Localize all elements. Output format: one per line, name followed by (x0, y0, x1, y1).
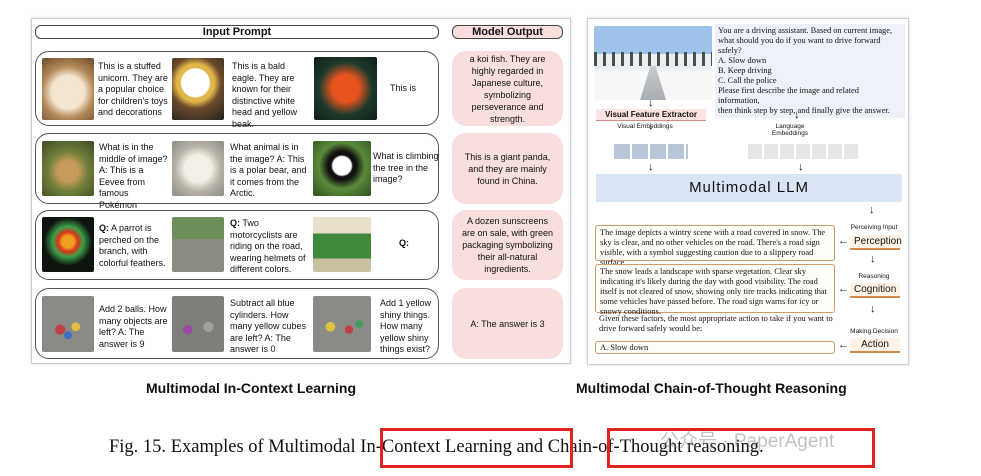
row1-text-1: This is a stuffed unicorn. They are a po… (98, 61, 168, 119)
row4-text-3: Add 1 yellow shiny things. How many yell… (380, 298, 438, 356)
arrow-lang-emb-to-llm: ↓ (798, 162, 804, 173)
making-decision-label: Making Decision (846, 328, 902, 335)
arrow-cognition: ← (838, 284, 849, 295)
row3-q2-label: Q: (230, 218, 240, 228)
cot-title: Multimodal Chain-of-Thought Reasoning (576, 380, 916, 396)
prompt-line-7: then think step by step, and finally giv… (718, 106, 902, 116)
parrot-image (42, 217, 94, 272)
bald-eagle-image (172, 58, 224, 120)
watermark: 公众号 · PaperAgent (660, 426, 834, 453)
row4-text-1: Add 2 balls. How many objects are left? … (99, 304, 169, 350)
row3-text-2: Q: Two motorcyclists are riding on the r… (230, 218, 308, 276)
arrow-prompt-to-lang-emb: ↓ (794, 110, 800, 121)
answer-box: A. Slow down (595, 341, 835, 354)
arrow-image-to-vfe: ↓ (648, 98, 654, 109)
arrow-perception-to-reasoning: ↓ (870, 254, 876, 265)
model-output-header: Model Output (452, 25, 563, 39)
row4-output: A: The answer is 3 (452, 288, 563, 359)
row1-text-3: This is (390, 83, 435, 95)
perceiving-input-label: Perceiving Input (846, 224, 902, 231)
koi-fish-image (314, 57, 377, 120)
arrow-llm-to-stages: ↓ (869, 205, 875, 216)
arrow-action: ← (838, 340, 849, 351)
sunscreens-image (313, 217, 371, 272)
row3-text-3: Q: (399, 238, 429, 250)
row2-output: This is a giant panda, and they are main… (452, 133, 563, 204)
arrow-visual-emb-to-llm: ↓ (648, 162, 654, 173)
cot-prompt: You are a driving assistant. Based on cu… (715, 24, 905, 118)
row4-text-2: Subtract all blue cylinders. How many ye… (230, 298, 310, 356)
highlight-box-icl (380, 428, 573, 468)
prompt-line-2: what should you do if you want to drive … (718, 36, 902, 56)
row3-q1-label: Q: (99, 223, 109, 233)
visual-embeddings-label: Visual Embeddings (615, 123, 675, 130)
prompt-line-1: You are a driving assistant. Based on cu… (718, 26, 902, 36)
arrow-perception: ← (838, 236, 849, 247)
input-prompt-header: Input Prompt (35, 25, 439, 39)
row3-q1-text: A parrot is perched on the branch, with … (99, 223, 166, 268)
row3-output: A dozen sunscreens are on sale, with gre… (452, 210, 563, 280)
prompt-line-3: A. Slow down (718, 56, 902, 66)
figure-number: Fig. 15. (109, 437, 166, 457)
row3-q2-text: Two motorcyclists are riding on the road… (230, 218, 306, 274)
cognition-output: The snow leads a landscape with sparse v… (595, 264, 835, 313)
multimodal-llm: Multimodal LLM (596, 174, 902, 202)
row2-text-3: What is climbing the tree in the image? (373, 151, 439, 186)
motorcyclists-image (172, 217, 224, 272)
visual-embeddings-tokens (614, 144, 688, 159)
decision-text: Given these factors, the most appropriat… (599, 314, 835, 334)
language-embeddings-label: Language Embeddings (760, 123, 820, 137)
arrow-cognition-to-decision: ↓ (870, 304, 876, 315)
prompt-line-5: C. Call the police (718, 76, 902, 86)
objects-scene-image-2 (172, 296, 224, 352)
row3-text-1: Q: A parrot is perched on the branch, wi… (99, 223, 169, 269)
panda-image (313, 141, 371, 196)
action-stage: Action (850, 338, 900, 353)
row1-output: a koi fish. They are highly regarded in … (452, 51, 563, 126)
perception-output: The image depicts a wintry scene with a … (595, 225, 835, 261)
row2-text-2: What animal is in the image? A: This is … (230, 142, 308, 200)
eevee-image (42, 141, 94, 196)
row1-text-2: This is a bald eagle. They are known for… (232, 61, 304, 130)
snowy-road-trees (594, 52, 712, 66)
objects-scene-image-3 (313, 296, 371, 352)
language-embeddings-tokens (748, 144, 858, 159)
polar-bear-image (172, 141, 224, 196)
cognition-stage: Cognition (850, 283, 900, 298)
reasoning-label: Reasoning (846, 273, 902, 280)
unicorn-toy-image (42, 58, 94, 120)
prompt-line-4: B. Keep driving (718, 66, 902, 76)
objects-scene-image-1 (42, 296, 94, 352)
icl-title: Multimodal In-Context Learning (146, 380, 446, 396)
prompt-line-6: Please first describe the image and rela… (718, 86, 902, 106)
perception-stage: Perception (850, 235, 900, 250)
